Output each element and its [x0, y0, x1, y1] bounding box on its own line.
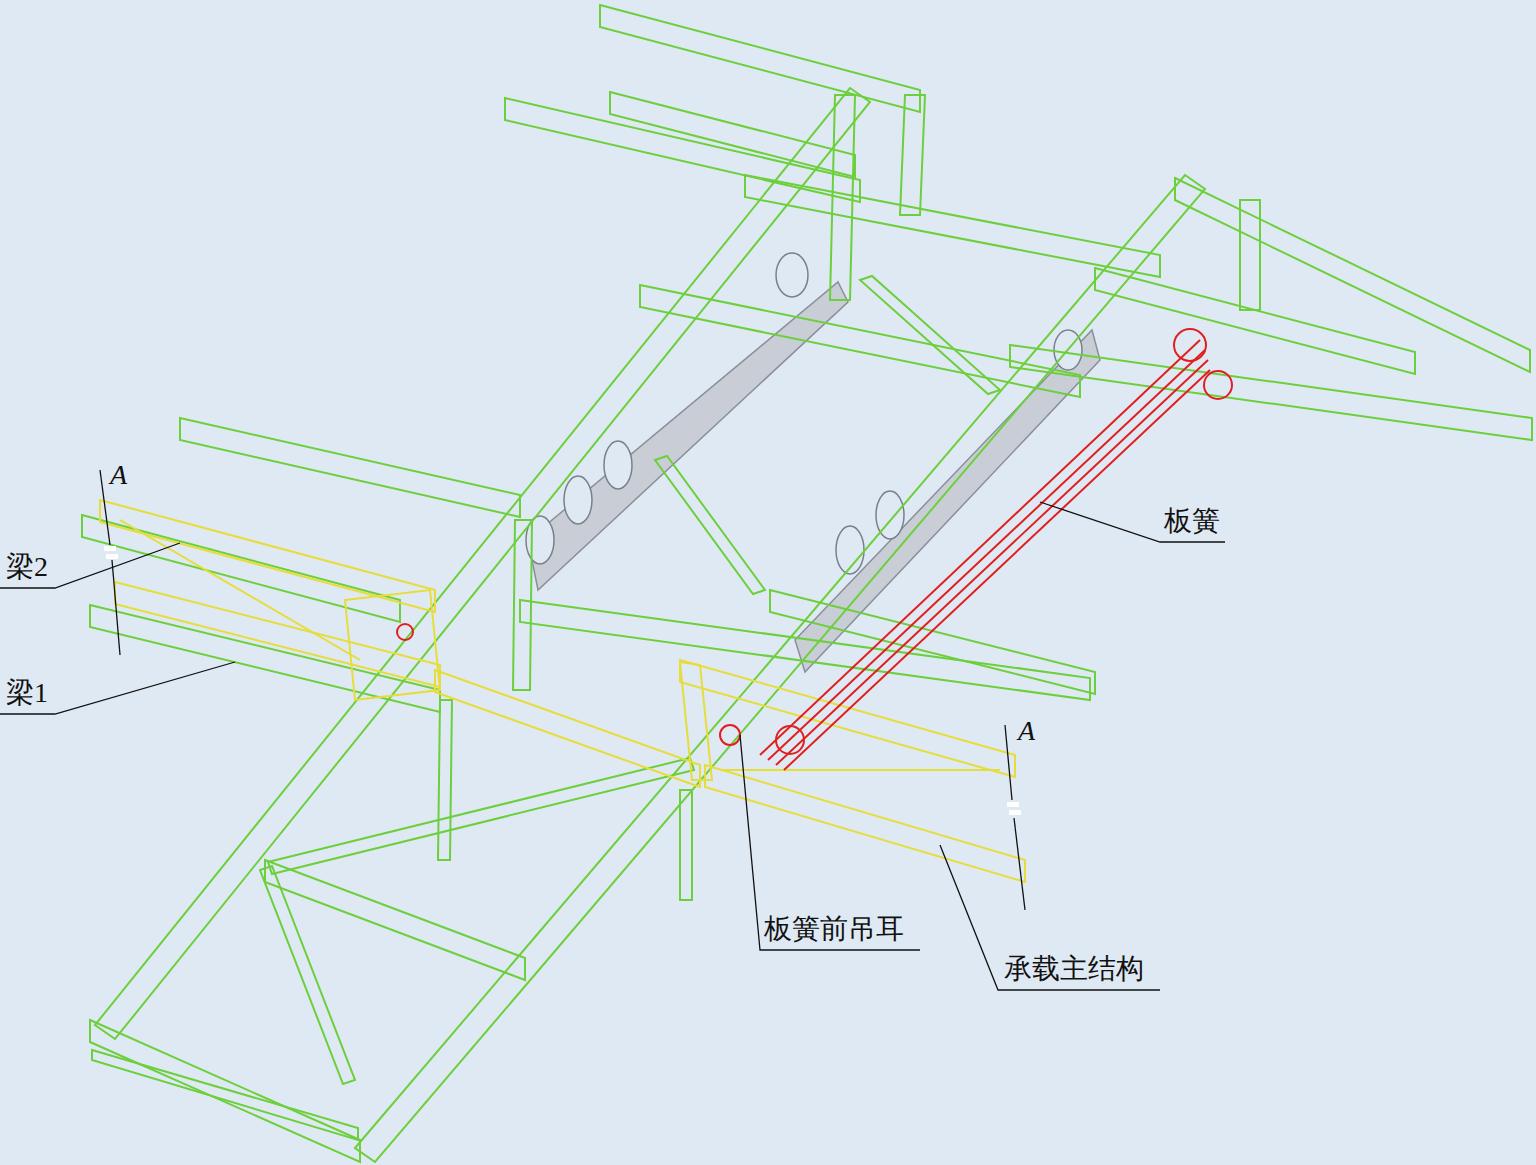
- section-gap: [104, 546, 1021, 815]
- section-mark: A: [108, 460, 129, 491]
- section-mark: A: [1016, 716, 1037, 747]
- part-label: 板簧前吊耳: [762, 914, 906, 945]
- part-label: 梁2: [4, 552, 50, 583]
- leaf-spring: [397, 329, 1232, 770]
- part-label: 承载主结构: [1002, 954, 1146, 985]
- leader-line: [0, 470, 1225, 990]
- lightening-hole: [526, 253, 1082, 574]
- main-load-structure: [100, 500, 1025, 882]
- part-label: 梁1: [4, 678, 50, 709]
- part-label: 板簧: [1162, 506, 1222, 537]
- green-beam: [82, 5, 1532, 1162]
